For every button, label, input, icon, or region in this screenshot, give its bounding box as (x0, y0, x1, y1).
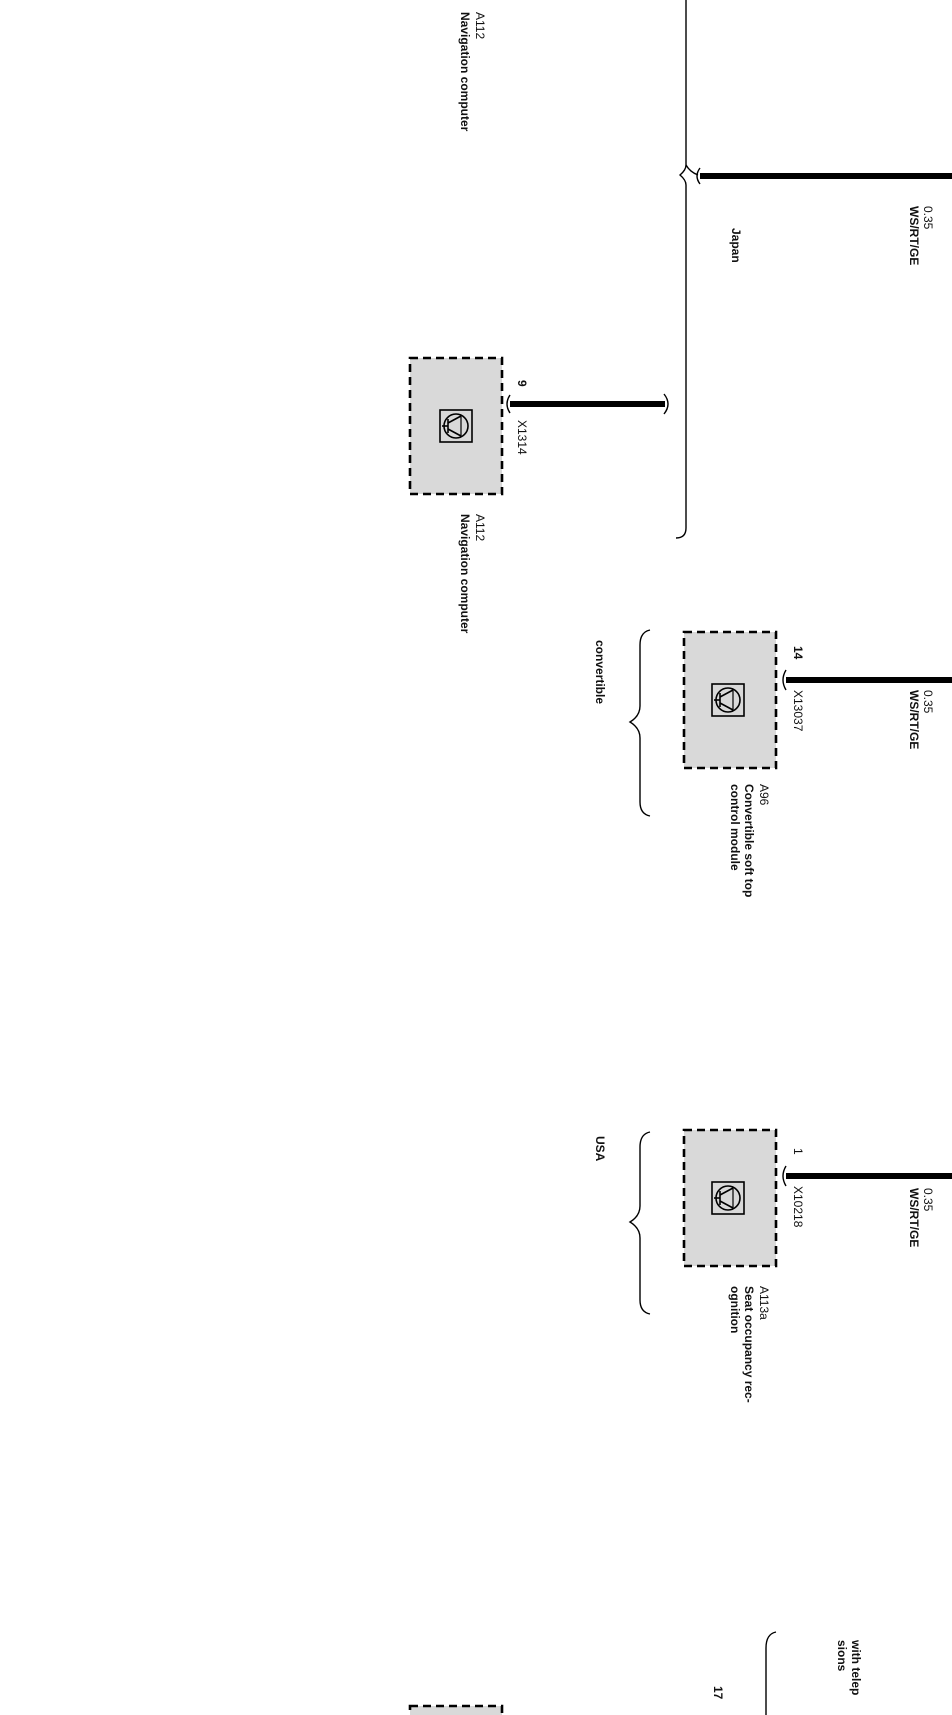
variant-telephone: with telep (849, 1639, 863, 1695)
variant-telephone-line2: sions (835, 1640, 849, 1672)
wire-1-end (696, 167, 701, 185)
x1314-pin-mark (506, 394, 511, 414)
wire-3-color: WS/RT/GE (907, 1188, 921, 1247)
telephone-brace (765, 1631, 777, 1715)
component-a112-name: Navigation computer (458, 514, 472, 634)
variant-japan: Japan (729, 228, 743, 263)
component-a113a-box (682, 1128, 778, 1268)
japan-brace (685, 164, 699, 176)
component-a112-id: A112 (473, 514, 487, 541)
component-bottom-box (408, 1704, 504, 1715)
pin-9: 9 (515, 380, 529, 387)
wire-2-gauge: 0.35 (921, 690, 935, 714)
connector-x10218: X10218 (791, 1186, 805, 1228)
wire-3-gauge: 0.35 (921, 1188, 935, 1212)
component-a113a-name-2: ognition (728, 1286, 742, 1333)
convertible-brace (628, 629, 651, 817)
wire-x1314-end (663, 393, 669, 415)
component-a112-box (408, 356, 504, 496)
component-a112-top-id: A112 (473, 12, 487, 39)
component-a96-box (682, 630, 778, 770)
component-a96-name-1: Convertible soft top (742, 784, 756, 897)
pin-17: 17 (711, 1686, 725, 1700)
component-a112-top-name: Navigation computer (458, 12, 472, 132)
connector-x13037: X13037 (791, 690, 805, 732)
connector-x1314: X1314 (515, 420, 529, 455)
variant-usa: USA (593, 1136, 607, 1162)
component-a113a-name-1: Seat occupancy rec- (742, 1286, 756, 1403)
usa-brace (628, 1131, 651, 1315)
bus-line (675, 0, 687, 539)
wire-1-color: WS/RT/GE (907, 206, 921, 265)
component-a96-name-2: control module (728, 784, 742, 871)
pin-14: 14 (791, 646, 805, 660)
x10218-pin-mark (782, 1165, 787, 1187)
component-a96-id: A96 (757, 784, 771, 806)
wire-1-gauge: 0.35 (921, 206, 935, 230)
variant-convertible: convertible (593, 640, 607, 704)
component-a113a-id: A113a (757, 1286, 771, 1320)
wire-2-color: WS/RT/GE (907, 690, 921, 749)
pin-1: 1 (791, 1148, 805, 1155)
x13037-pin-mark (782, 669, 787, 691)
